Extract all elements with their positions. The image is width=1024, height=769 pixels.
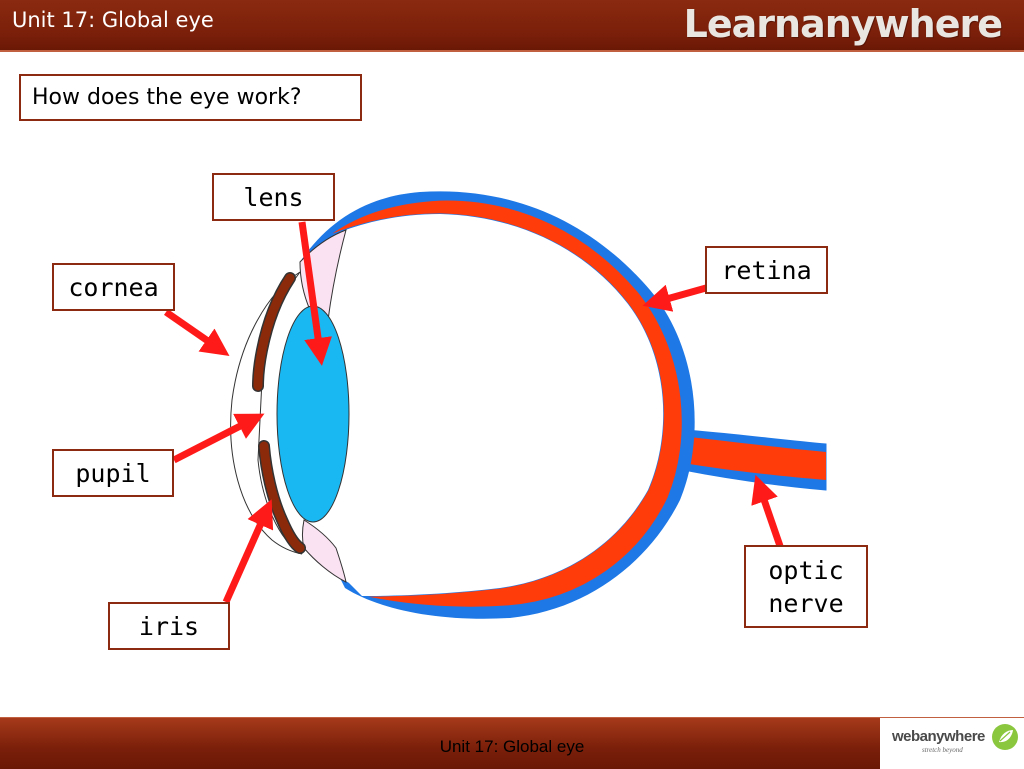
pupil-arrow — [172, 413, 265, 464]
cornea-arrow — [164, 309, 230, 356]
header-title: Unit 17: Global eye — [12, 8, 214, 32]
vitreous-body — [326, 214, 664, 596]
iris-lower-fill — [259, 441, 305, 553]
retina-label: retina — [705, 246, 828, 294]
ciliary-body-lower — [302, 519, 347, 583]
retina-arrow — [642, 284, 707, 312]
lens-shape — [276, 305, 350, 523]
iris-arrow — [222, 499, 274, 604]
optic-nerve-label: optic nerve — [744, 545, 868, 628]
optic-nerve-arrow — [751, 474, 784, 548]
pupil-label: pupil — [52, 449, 174, 497]
iris-label: iris — [108, 602, 230, 650]
optic-nerve-label-line1: optic — [768, 555, 844, 585]
webanywhere-tagline: stretch beyond — [922, 746, 963, 754]
optic-nerve-label-line2: nerve — [768, 588, 844, 618]
footer-bar: Unit 17: Global eye webanywhere stretch … — [0, 717, 1024, 769]
webanywhere-logo: webanywhere stretch beyond — [880, 718, 1024, 769]
question-box: How does the eye work? — [19, 74, 362, 121]
header-bar: Unit 17: Global eye Learnanywhere — [0, 0, 1024, 52]
learnanywhere-logo: Learnanywhere — [683, 2, 1003, 46]
leaf-emblem-icon — [992, 724, 1018, 750]
lens-label: lens — [212, 173, 335, 221]
footer-title: Unit 17: Global eye — [439, 737, 585, 756]
iris-upper-fill — [253, 273, 295, 391]
cornea-label: cornea — [52, 263, 175, 311]
lens-arrow — [298, 221, 332, 366]
optic-nerve-core — [662, 434, 826, 480]
webanywhere-logo-text: webanywhere — [892, 728, 985, 745]
